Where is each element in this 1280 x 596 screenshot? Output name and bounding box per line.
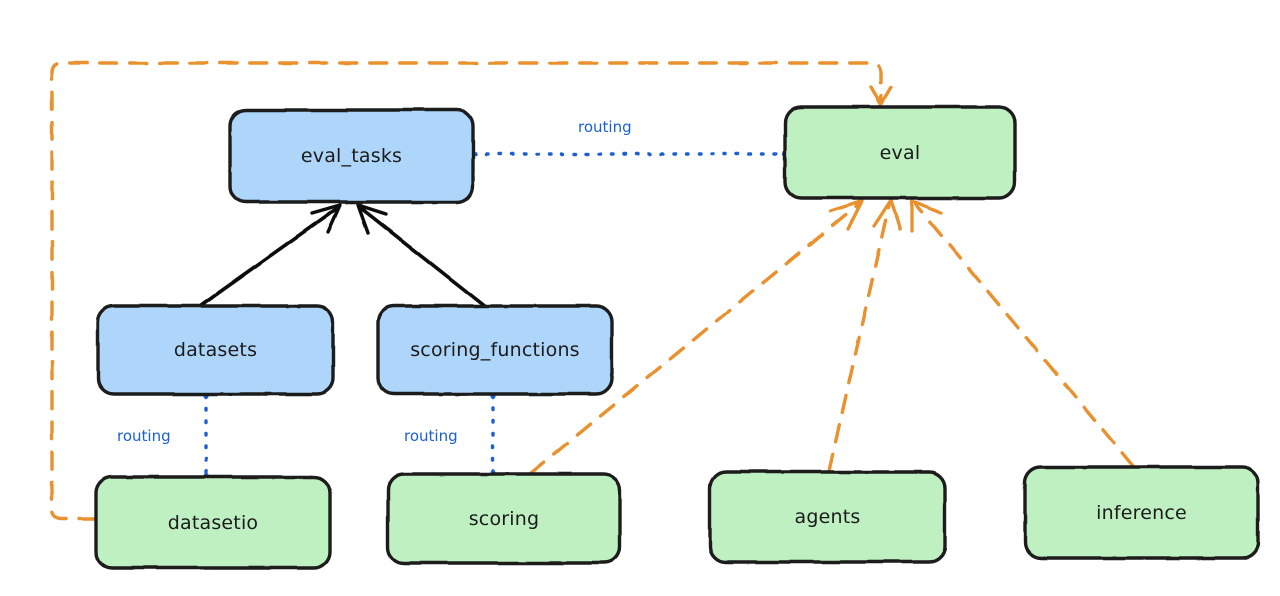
edge-agents-to-eval xyxy=(827,198,902,473)
edge-scoring-to-eval xyxy=(529,199,864,475)
edge-eval-tasks-to-eval xyxy=(472,151,787,157)
node-scoring[interactable] xyxy=(386,472,622,565)
node-datasets[interactable] xyxy=(96,304,335,396)
edge-scoring-functions-to-eval-tasks xyxy=(356,203,488,309)
edge-scoring-functions-to-scoring xyxy=(490,393,496,476)
node-agents[interactable] xyxy=(708,470,947,564)
node-eval[interactable] xyxy=(783,105,1017,200)
edge-datasets-to-datasetio xyxy=(203,393,209,479)
node-datasetio[interactable] xyxy=(94,475,332,570)
node-eval_tasks[interactable] xyxy=(228,108,475,204)
node-inference[interactable] xyxy=(1023,465,1260,560)
edge-datasetio-to-eval xyxy=(50,61,893,521)
edge-inference-to-eval xyxy=(910,199,1135,468)
node-scoring_functions[interactable] xyxy=(376,304,614,396)
edge-datasets-to-eval-tasks xyxy=(199,203,342,307)
